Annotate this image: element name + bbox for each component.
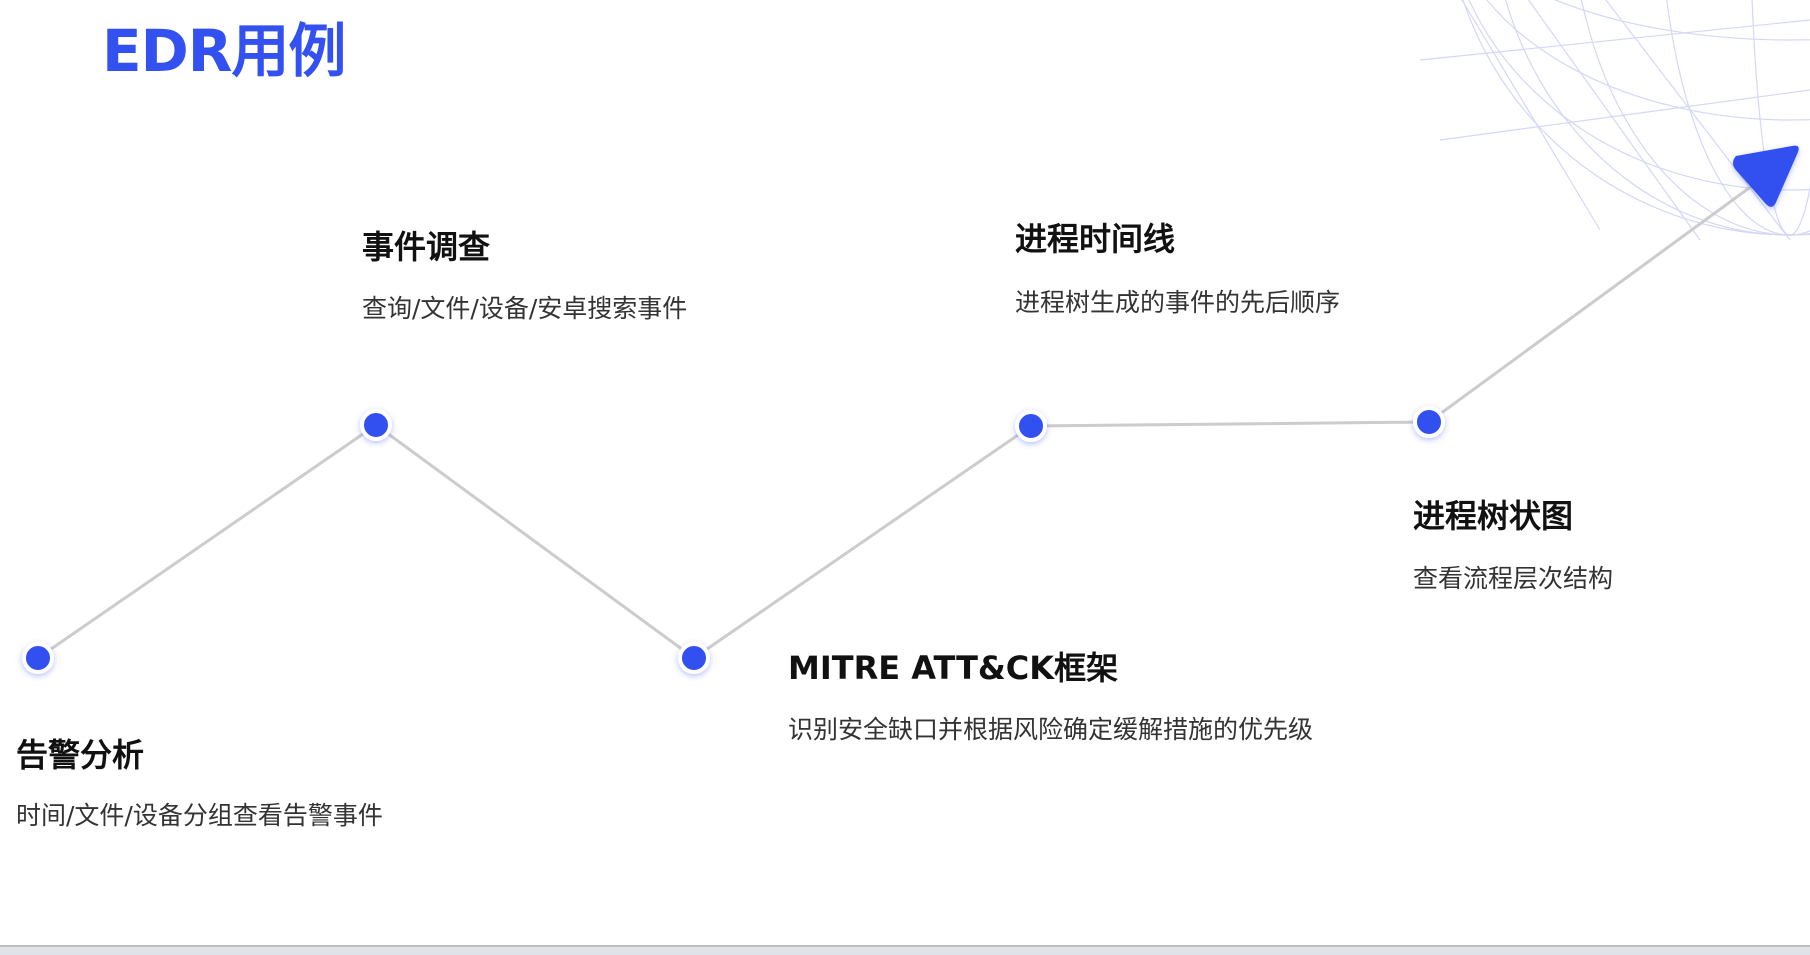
globe-decoration xyxy=(1419,0,1810,241)
milestone-dot xyxy=(678,642,710,674)
milestone-description: 识别安全缺口并根据风险确定缓解措施的优先级 xyxy=(788,715,1314,744)
milestone-dot xyxy=(1413,406,1445,438)
milestone-heading: 告警分析 xyxy=(16,736,145,774)
timeline-path xyxy=(37,178,1761,660)
milestone-heading: 进程时间线 xyxy=(1015,220,1176,258)
milestone-heading: 事件调查 xyxy=(362,228,491,266)
milestone-description: 查询/文件/设备/安卓搜索事件 xyxy=(362,294,688,323)
page-title: EDR用例 xyxy=(102,17,346,85)
arrow-head-icon xyxy=(1733,145,1799,207)
milestone-dot xyxy=(1015,410,1047,442)
milestone-heading: MITRE ATT&CK框架 xyxy=(788,649,1119,687)
milestone-dot xyxy=(22,642,54,674)
milestone-heading: 进程树状图 xyxy=(1413,497,1574,535)
milestone-description: 查看流程层次结构 xyxy=(1413,564,1614,593)
milestone-dot xyxy=(360,409,392,441)
bottom-edge xyxy=(0,945,1810,955)
milestone-description: 进程树生成的事件的先后顺序 xyxy=(1015,288,1341,317)
milestone-description: 时间/文件/设备分组查看告警事件 xyxy=(16,801,383,830)
